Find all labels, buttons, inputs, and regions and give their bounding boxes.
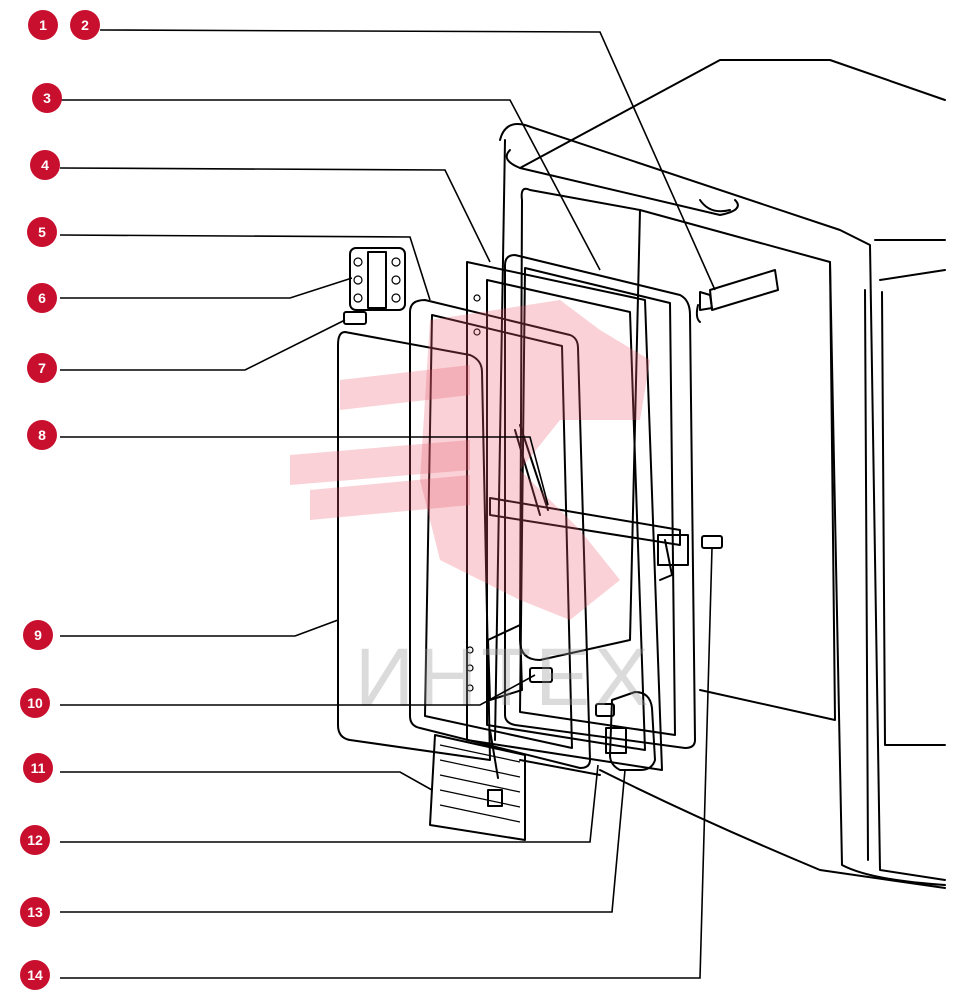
watermark-text: ИНТЕХ [355,632,653,723]
hinge-part [349,247,406,311]
callout-label-4: 4 [41,157,49,173]
callout-3: 3 [32,83,62,113]
latch-part [487,624,553,701]
leader-6 [60,277,353,299]
leader-lines [59,29,716,979]
callout-1: 1 [28,10,58,40]
window-seal [504,254,696,749]
callout-11: 11 [23,753,53,783]
leader-12 [60,764,599,843]
callout-label-11: 11 [31,760,46,776]
callout-label-6: 6 [38,290,46,306]
callout-label-1: 1 [39,17,47,33]
screw-14 [701,535,723,549]
callout-label-14: 14 [27,967,43,983]
leader-1-2 [99,29,716,291]
callout-14: 14 [20,960,50,990]
callout-5: 5 [27,217,57,247]
callout-8: 8 [27,420,57,450]
callout-label-10: 10 [27,695,43,711]
lock-plate [429,729,526,841]
watermark-logo: ИНТЕХ [290,300,653,723]
glass-panel [337,331,491,761]
leader-7 [60,319,346,371]
callout-13: 13 [20,897,50,927]
leader-5 [59,234,431,301]
leader-10 [60,674,536,706]
callout-label-8: 8 [38,427,46,443]
callout-10: 10 [20,688,50,718]
callout-9: 9 [23,620,53,650]
handle-block [595,691,656,771]
callout-label-13: 13 [27,904,43,920]
leader-9 [60,619,339,637]
leader-3 [60,99,601,271]
leader-14 [60,547,713,979]
callout-4: 4 [30,150,60,180]
sealant-tube [695,269,779,323]
callout-label-3: 3 [43,90,51,106]
leader-8 [60,436,549,506]
callout-label-5: 5 [38,224,46,240]
callout-label-12: 12 [27,832,43,848]
callout-12: 12 [20,825,50,855]
callout-7: 7 [27,353,57,383]
callout-6: 6 [27,283,57,313]
cab-body [494,59,946,889]
leader-4 [59,167,491,263]
support-bar [489,424,689,581]
leader-11 [60,771,433,791]
screw-7 [343,311,367,325]
callout-label-7: 7 [38,360,46,376]
callout-2: 2 [70,10,100,40]
leader-13 [60,769,626,913]
inner-gasket [409,299,591,769]
callout-label-2: 2 [81,17,89,33]
callout-label-9: 9 [34,627,42,643]
